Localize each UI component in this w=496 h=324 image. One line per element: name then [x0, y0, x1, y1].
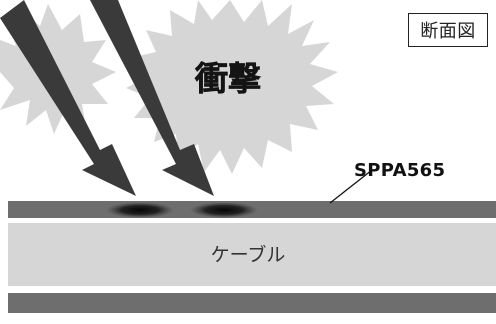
cable-layer — [8, 223, 496, 286]
impact-mark-right — [190, 202, 258, 218]
product-name-label: SPPA565 — [354, 160, 446, 181]
impact-label: 衝撃 — [195, 59, 262, 99]
cable-label: ケーブル — [210, 244, 286, 266]
bottom-layer — [8, 293, 496, 313]
section-view-label: 断面図 — [408, 13, 488, 47]
arrow-left — [0, 0, 136, 196]
arrow-right — [90, 0, 214, 196]
impact-burst-large — [126, 0, 338, 174]
product-leader-line — [329, 169, 373, 204]
impact-mark-left — [106, 202, 174, 218]
